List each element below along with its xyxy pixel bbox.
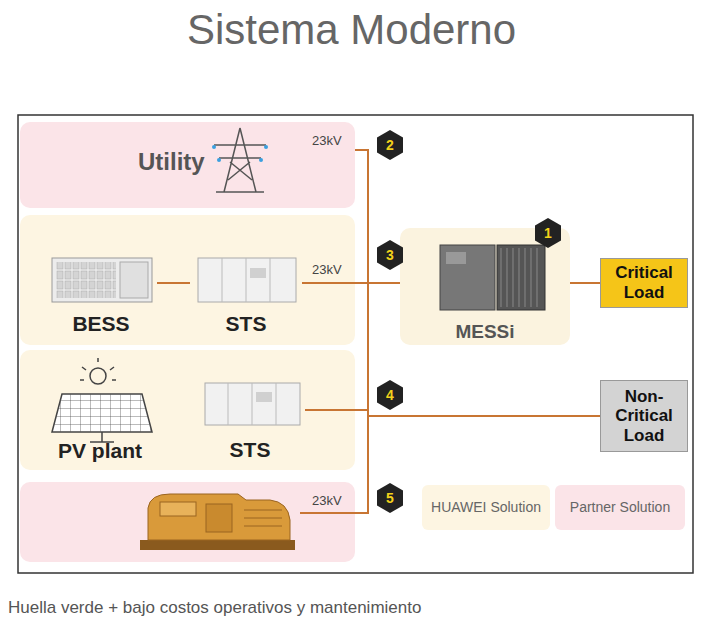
node-label: Non-Critical Load <box>605 387 683 446</box>
bess-cabinet <box>52 258 152 302</box>
node-label: STS <box>230 438 271 462</box>
legend-text: Partner Solution <box>570 499 670 516</box>
callout-number: 2 <box>377 137 403 153</box>
non-critical-load-box: Non-Critical Load <box>600 380 688 452</box>
callout-number: 3 <box>377 247 403 263</box>
legend-text: HUAWEI Solution <box>431 499 541 516</box>
voltage-label: 23kV <box>312 133 342 148</box>
sts-cabinet <box>205 383 300 425</box>
diagram-caption: Huella verde + bajo costos operativos y … <box>8 598 421 618</box>
sts-cabinet <box>198 258 296 302</box>
diagram-frame <box>18 115 693 573</box>
voltage-label: 23kV <box>312 493 342 508</box>
node-label: STS <box>226 312 267 336</box>
pv-band <box>20 350 355 470</box>
power-line <box>570 282 600 284</box>
node-label: Critical Load <box>605 263 683 302</box>
callout-number: 5 <box>377 490 403 506</box>
node-label: MESSi <box>455 321 514 343</box>
callout-number: 1 <box>535 225 561 241</box>
power-line <box>305 410 600 416</box>
callout-hexagons <box>377 130 561 513</box>
legend-swatch: HUAWEI Solution <box>422 485 550 530</box>
messi-cabinet <box>440 245 545 310</box>
utility-band: Utility <box>20 122 355 208</box>
transmission-tower <box>212 128 268 192</box>
generator-band <box>20 482 355 562</box>
diesel-generator <box>140 494 295 550</box>
solar-panel <box>52 358 152 442</box>
node-label: Utility <box>138 148 205 176</box>
voltage-label: 23kV <box>312 262 342 277</box>
legend-swatch: Partner Solution <box>555 485 685 530</box>
power-line <box>157 282 190 284</box>
node-label: PV plant <box>58 439 142 463</box>
diagram-title: Sistema Moderno <box>0 6 703 54</box>
callout-number: 4 <box>377 387 403 403</box>
node-label: BESS <box>72 312 129 336</box>
critical-load-box: Critical Load <box>600 258 688 308</box>
bess-band <box>20 215 355 345</box>
